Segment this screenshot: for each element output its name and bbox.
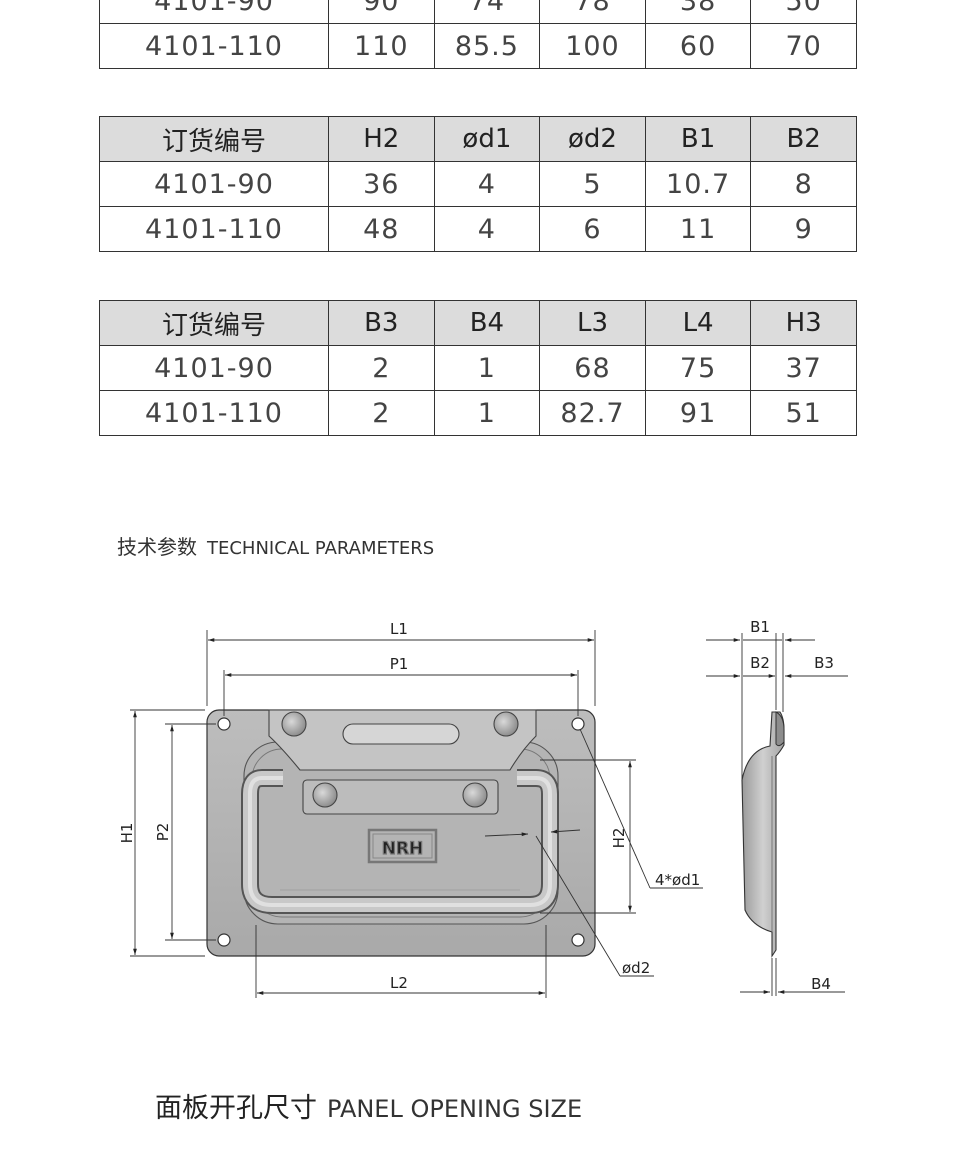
table-cell: 8 bbox=[750, 161, 857, 207]
table-cell: 10.7 bbox=[644, 161, 752, 207]
table-row: 4101-90 36 4 5 10.7 8 bbox=[99, 161, 857, 207]
column-header: ød2 bbox=[539, 116, 646, 162]
table-cell: 36 bbox=[328, 161, 435, 207]
mounting-hole bbox=[217, 933, 231, 947]
table-cell: 11 bbox=[644, 206, 752, 252]
column-header: B3 bbox=[328, 300, 435, 346]
heading-cn: 面板开孔尺寸 bbox=[155, 1093, 317, 1124]
side-dimensions bbox=[706, 633, 848, 996]
label-P1: P1 bbox=[390, 655, 409, 673]
table-header-row: 订货编号 B3 B4 L3 L4 H3 bbox=[99, 300, 857, 346]
side-view bbox=[741, 711, 785, 958]
table-cell: 110 bbox=[328, 23, 435, 69]
table-cell: 5 bbox=[539, 161, 646, 207]
table-cell: 78 bbox=[539, 0, 646, 24]
rivet bbox=[312, 782, 338, 808]
table-cell: 90 bbox=[328, 0, 435, 24]
spec-table-holes: 订货编号 H2 ød1 ød2 B1 B2 4101-90 36 4 5 10.… bbox=[99, 116, 857, 252]
table-header-row: 订货编号 H2 ød1 ød2 B1 B2 bbox=[99, 116, 857, 162]
table-cell: 4 bbox=[433, 206, 541, 252]
spec-table-bends: 订货编号 B3 B4 L3 L4 H3 4101-90 2 1 68 75 37… bbox=[99, 300, 857, 436]
brand-logo: NRH bbox=[367, 828, 438, 864]
table-cell: 75 bbox=[644, 345, 752, 391]
technical-drawing: NRH L1 P1 H1 P2 H2 L2 4*ød1 ød bbox=[118, 618, 848, 998]
table-cell: 9 bbox=[750, 206, 857, 252]
table-cell: 6 bbox=[539, 206, 646, 252]
column-header: B1 bbox=[644, 116, 752, 162]
table-cell: 100 bbox=[539, 23, 646, 69]
table-cell: 91 bbox=[644, 390, 752, 436]
table-row: 4101-110 110 85.5 100 60 70 bbox=[99, 23, 857, 69]
spec-table-dimensions: 4101-90 90 74 78 38 50 4101-110 110 85.5… bbox=[99, 0, 857, 69]
table-cell: 1 bbox=[433, 390, 541, 436]
table-cell: 4 bbox=[433, 161, 541, 207]
handle-clamp bbox=[302, 779, 499, 815]
table-cell: 48 bbox=[328, 206, 435, 252]
heading-en: PANEL OPENING SIZE bbox=[327, 1095, 583, 1123]
column-header: 订货编号 bbox=[99, 116, 329, 162]
front-view: NRH bbox=[206, 709, 596, 957]
rivet bbox=[462, 782, 488, 808]
rivet bbox=[493, 711, 519, 737]
table-cell: 82.7 bbox=[539, 390, 646, 436]
panel-opening-heading: 面板开孔尺寸 PANEL OPENING SIZE bbox=[155, 1086, 582, 1125]
technical-parameters-heading: 技术参数 TECHNICAL PARAMETERS bbox=[117, 531, 434, 560]
table-cell: 4101-90 bbox=[99, 0, 329, 24]
table-row: 4101-90 2 1 68 75 37 bbox=[99, 345, 857, 391]
table-cell: 4101-90 bbox=[99, 161, 329, 207]
column-header: ød1 bbox=[433, 116, 541, 162]
column-header: L3 bbox=[539, 300, 646, 346]
label-B2: B2 bbox=[750, 654, 770, 672]
table-row: 4101-110 48 4 6 11 9 bbox=[99, 206, 857, 252]
label-L1: L1 bbox=[390, 620, 408, 638]
mounting-hole bbox=[571, 717, 585, 731]
table-cell: 74 bbox=[433, 0, 541, 24]
table-cell: 4101-110 bbox=[99, 23, 329, 69]
mounting-hole bbox=[571, 933, 585, 947]
label-H1: H1 bbox=[118, 823, 136, 844]
label-B3: B3 bbox=[814, 654, 834, 672]
label-P2: P2 bbox=[154, 823, 172, 842]
table-cell: 50 bbox=[750, 0, 857, 24]
table-cell: 60 bbox=[644, 23, 752, 69]
label-hole-diameter: 4*ød1 bbox=[655, 871, 700, 889]
table-cell: 4101-110 bbox=[99, 206, 329, 252]
column-header: B4 bbox=[433, 300, 541, 346]
front-dimensions bbox=[130, 630, 703, 998]
table-cell: 37 bbox=[750, 345, 857, 391]
label-B1: B1 bbox=[750, 618, 770, 636]
label-H2: H2 bbox=[610, 828, 628, 849]
table-cell: 1 bbox=[433, 345, 541, 391]
heading-en: TECHNICAL PARAMETERS bbox=[207, 538, 435, 559]
table-cell: 38 bbox=[644, 0, 752, 24]
column-header: L4 bbox=[644, 300, 752, 346]
table-cell: 4101-90 bbox=[99, 345, 329, 391]
table-cell: 51 bbox=[750, 390, 857, 436]
table-cell: 70 bbox=[750, 23, 857, 69]
rivet bbox=[281, 711, 307, 737]
table-cell: 68 bbox=[539, 345, 646, 391]
label-d2: ød2 bbox=[622, 959, 650, 977]
table-cell: 85.5 bbox=[433, 23, 541, 69]
heading-cn: 技术参数 bbox=[117, 535, 197, 559]
table-row: 4101-110 2 1 82.7 91 51 bbox=[99, 390, 857, 436]
table-cell: 2 bbox=[328, 390, 435, 436]
table-row: 4101-90 90 74 78 38 50 bbox=[99, 0, 857, 24]
mounting-hole bbox=[217, 717, 231, 731]
column-header: B2 bbox=[750, 116, 857, 162]
label-L2: L2 bbox=[390, 974, 408, 992]
front-dimension-labels: L1 P1 H1 P2 H2 L2 4*ød1 ød2 bbox=[118, 620, 700, 992]
svg-text:NRH: NRH bbox=[382, 839, 424, 859]
slot bbox=[342, 723, 460, 745]
table-cell: 2 bbox=[328, 345, 435, 391]
table-cell: 4101-110 bbox=[99, 390, 329, 436]
column-header: H3 bbox=[750, 300, 857, 346]
side-dimension-labels: B1 B2 B3 B4 bbox=[750, 618, 834, 993]
label-B4: B4 bbox=[811, 975, 831, 993]
column-header: 订货编号 bbox=[99, 300, 329, 346]
column-header: H2 bbox=[328, 116, 435, 162]
